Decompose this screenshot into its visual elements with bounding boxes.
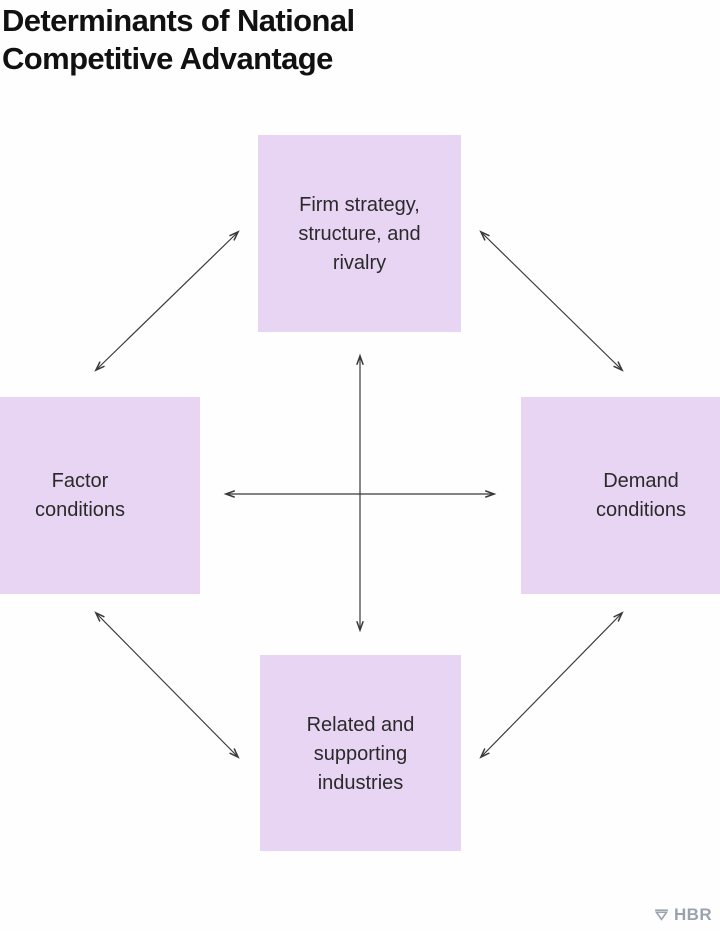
connector-bottom-right-diagonal (479, 611, 624, 759)
node-firm-strategy-structure-rivalry: Firm strategy, structure, and rivalry (258, 135, 461, 332)
hbr-triangle-mark (654, 909, 669, 921)
node-demand-conditions: Demand conditions (521, 397, 720, 594)
node-label: Related and supporting industries (306, 713, 415, 794)
node-label: Demand conditions (595, 469, 687, 521)
node-related-supporting-industries: Related and supporting industries (260, 655, 461, 851)
node-label: Factor conditions (34, 469, 126, 521)
hbr-wordmark: HBR (673, 905, 712, 924)
connector-bottom-left-diagonal (94, 611, 240, 759)
hbr-logo: HBR (654, 906, 712, 923)
connector-top-right-diagonal (479, 230, 624, 372)
node-factor-conditions: Factor conditions (0, 397, 200, 594)
connector-top-left-diagonal (94, 230, 240, 372)
page-title: Determinants of National Competitive Adv… (2, 3, 355, 76)
node-label: Firm strategy, structure, and rivalry (298, 194, 421, 274)
